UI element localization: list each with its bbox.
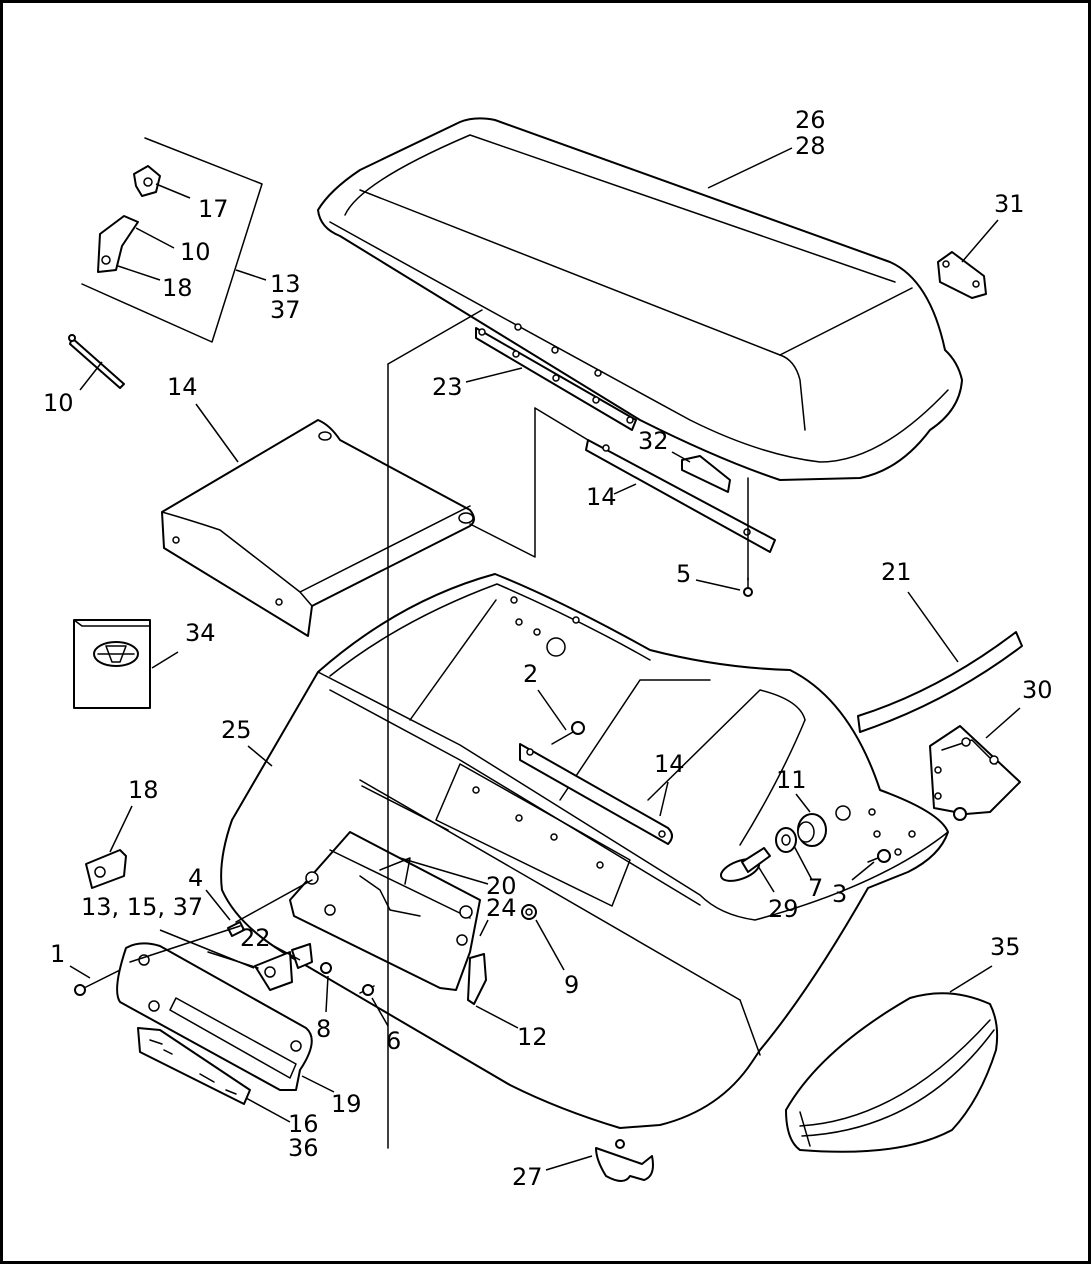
callout-36: 36: [288, 1134, 319, 1162]
callout-10: 10: [43, 389, 74, 417]
callout-17: 17: [198, 195, 229, 223]
grommet-part: [775, 813, 827, 853]
bracket-30-part: [929, 725, 1021, 821]
callout-29: 29: [768, 895, 799, 923]
callout-labels: 26 28 31 17 10 18 13 37 10 14 23 32 14 5…: [43, 106, 1053, 1191]
callout-25: 25: [221, 716, 252, 744]
small-hardware: [74, 577, 891, 996]
callout-32: 32: [638, 427, 669, 455]
callout-2: 2: [523, 660, 538, 688]
liner-strip-part: [585, 439, 776, 553]
callout-9: 9: [564, 971, 579, 999]
callout-18: 18: [162, 274, 193, 302]
badge-34-part: [73, 619, 151, 709]
callout-7: 7: [808, 874, 823, 902]
callout-34: 34: [185, 619, 216, 647]
callout-21: 21: [881, 558, 912, 586]
callout-18: 18: [128, 776, 159, 804]
leader-lines: [69, 147, 1021, 1171]
callout-16: 16: [288, 1110, 319, 1138]
callout-13-15-37: 13, 15, 37: [81, 893, 203, 921]
callout-24: 24: [486, 894, 517, 922]
callout-19: 19: [331, 1090, 362, 1118]
callout-35: 35: [990, 933, 1021, 961]
callout-37: 37: [270, 296, 301, 324]
cable-tie-part: [68, 334, 125, 389]
callout-4: 4: [188, 864, 203, 892]
liner-left-part: [161, 419, 475, 637]
callout-11: 11: [776, 766, 807, 794]
part-32-bumper: [681, 455, 731, 493]
part-27-clip: [595, 1139, 654, 1182]
callout-23: 23: [432, 373, 463, 401]
medallion-part: [137, 1027, 251, 1105]
latch-assembly-part: [289, 831, 487, 1005]
callout-13: 13: [270, 270, 301, 298]
lock-cylinder-part: [85, 849, 127, 889]
part-29-bracket: [719, 847, 771, 882]
callout-14: 14: [586, 483, 617, 511]
part-31-bracket: [937, 251, 987, 299]
callout-27: 27: [512, 1163, 543, 1191]
main-body-part: [220, 573, 949, 1129]
callout-30: 30: [1022, 676, 1053, 704]
callout-20: 20: [486, 872, 517, 900]
plate-middle-part: [435, 743, 673, 907]
callout-8: 8: [316, 1015, 331, 1043]
callout-14: 14: [654, 750, 685, 778]
callout-1: 1: [50, 940, 65, 968]
handle-bezel-part: [116, 942, 313, 1091]
lid-part: [317, 117, 963, 481]
callout-12: 12: [517, 1023, 548, 1051]
liner-pad-part: [785, 992, 999, 1153]
assembly-lines: [129, 309, 749, 1149]
callout-3: 3: [832, 880, 847, 908]
callout-28: 28: [795, 132, 826, 160]
callout-26: 26: [795, 106, 826, 134]
callout-31: 31: [994, 190, 1025, 218]
callout-10: 10: [180, 238, 211, 266]
hinge-strip-part: [475, 323, 637, 431]
key-set-group: [81, 137, 263, 343]
callout-22: 22: [240, 924, 271, 952]
callout-5: 5: [676, 560, 691, 588]
callout-14: 14: [167, 373, 198, 401]
callout-6: 6: [386, 1027, 401, 1055]
trim-strip-part: [857, 631, 1023, 733]
exploded-parts-diagram: 26 28 31 17 10 18 13 37 10 14 23 32 14 5…: [43, 106, 1053, 1191]
